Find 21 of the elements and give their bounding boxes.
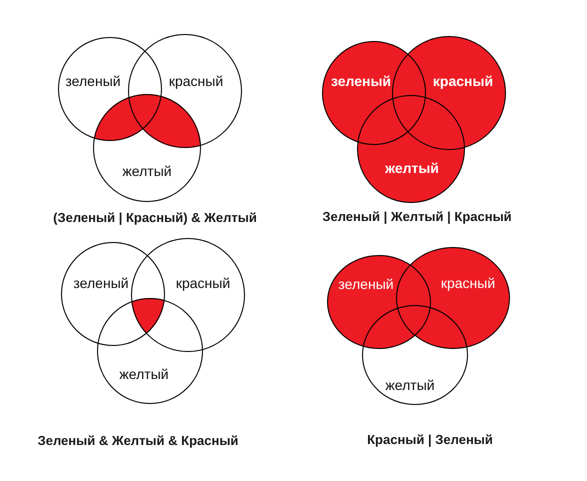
- caption: Зеленый | Желтый | Красный: [322, 209, 512, 225]
- circle-label: красный: [168, 73, 224, 89]
- circle-label: желтый: [119, 366, 169, 382]
- venn-circle: [362, 305, 468, 405]
- circle-label: красный: [432, 73, 494, 89]
- circle-label: желтый: [385, 377, 435, 393]
- caption: (Зеленый | Красный) & Желтый: [53, 210, 257, 226]
- venn-circle: [93, 94, 201, 202]
- venn-circle: [97, 298, 203, 404]
- caption: Зеленый & Желтый & Красный: [38, 433, 238, 449]
- circle-label: красный: [440, 275, 496, 291]
- caption: Красный | Зеленый: [367, 432, 493, 448]
- venn-circle: [357, 95, 465, 203]
- circle-label: зеленый: [73, 275, 129, 291]
- circle-label: зеленый: [65, 73, 121, 89]
- circle-label: желтый: [122, 163, 172, 179]
- circle-label: желтый: [385, 160, 439, 176]
- circle-label: красный: [176, 275, 230, 291]
- circle-label: зеленый: [330, 73, 392, 89]
- circle-label: зеленый: [338, 276, 394, 292]
- venn-circle: [396, 247, 510, 349]
